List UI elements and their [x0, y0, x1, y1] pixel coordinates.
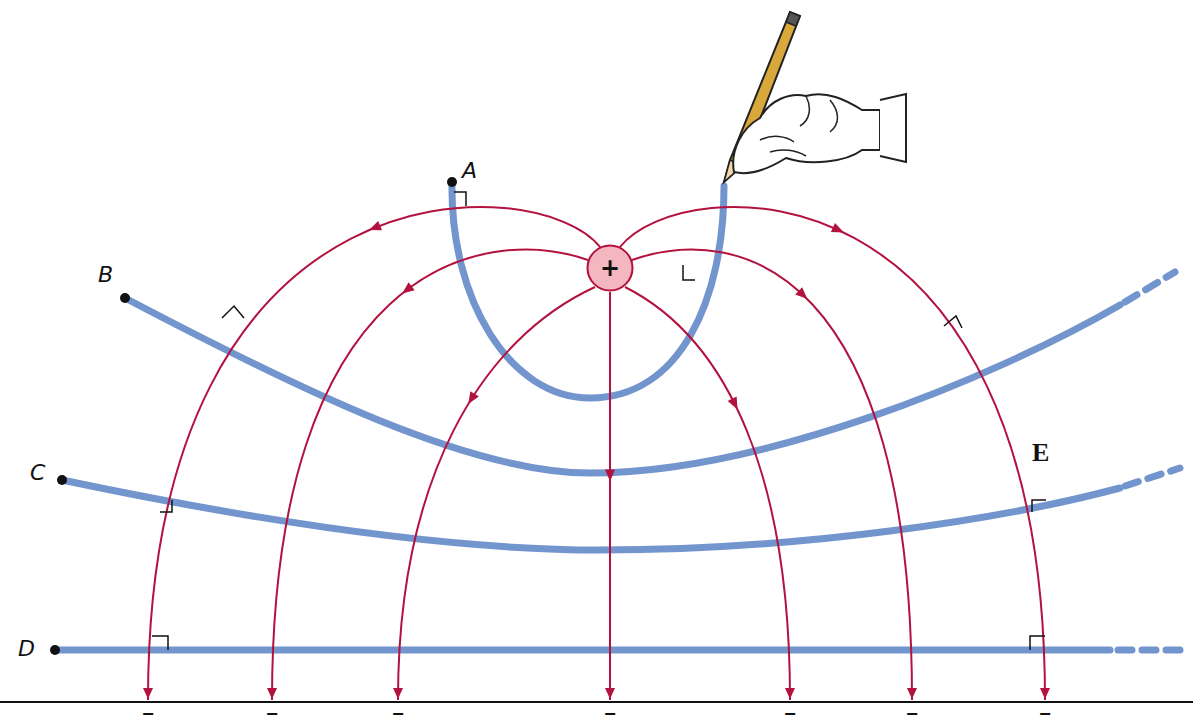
equipotential-d-dash: [1118, 647, 1180, 654]
negative-charge: −: [603, 706, 616, 722]
arrowhead: [399, 282, 415, 297]
arrowhead: [464, 391, 479, 406]
right-angle-marks: [152, 192, 1046, 650]
arrowhead: [605, 470, 615, 482]
field-line: [632, 250, 912, 700]
dot: [120, 293, 130, 303]
right-angle: [454, 192, 466, 206]
field-arrowheads: [143, 221, 1050, 699]
field-line: [148, 207, 600, 700]
arrowhead: [831, 223, 846, 237]
dot: [50, 645, 60, 655]
field-lines: [148, 207, 1045, 700]
field-line: [272, 250, 588, 700]
arrowhead: [785, 688, 795, 699]
equipotential-b: [125, 298, 1120, 473]
equipotential-b-dash: [1125, 272, 1175, 302]
fingers: [760, 96, 838, 156]
right-angle: [152, 636, 168, 650]
arrowhead: [728, 397, 742, 412]
equipotential-lines: [55, 182, 1180, 650]
equipotential-c: [62, 480, 1120, 550]
right-angle: [944, 316, 962, 328]
negative-charge: −: [1038, 706, 1051, 722]
point-label: A: [462, 160, 477, 182]
right-angle: [1030, 636, 1045, 650]
field-line: [625, 287, 790, 700]
arrowhead: [267, 688, 277, 699]
hand-with-pencil: [724, 12, 906, 182]
right-angle: [222, 306, 244, 318]
endpoint-dots: [50, 177, 457, 655]
field-label: E: [1032, 440, 1049, 466]
equipotential-c-dash: [1125, 468, 1180, 486]
field-line: [398, 287, 595, 700]
charge-circle: +: [586, 244, 634, 292]
dot: [57, 475, 67, 485]
arrowhead: [393, 688, 403, 699]
arrowhead: [367, 221, 382, 235]
arrowhead: [907, 688, 917, 699]
charge-sign: +: [586, 244, 634, 292]
equipotential-d: [55, 647, 1110, 654]
point-label: D: [18, 638, 35, 660]
field-line: [609, 292, 611, 700]
negative-charge: −: [141, 706, 154, 722]
negative-charge: −: [905, 706, 918, 722]
dot: [447, 177, 457, 187]
arrowhead: [1040, 688, 1050, 699]
arrowhead: [143, 688, 153, 699]
right-angle: [160, 500, 172, 512]
right-angle: [1032, 500, 1046, 512]
pencil-cap: [786, 12, 800, 26]
ground-line: [0, 701, 1193, 703]
cuff: [880, 94, 906, 162]
right-angle: [683, 265, 695, 280]
hand: [733, 94, 880, 173]
point-label: B: [98, 264, 113, 286]
field-line: [620, 207, 1045, 700]
point-label: C: [30, 462, 45, 484]
arrowhead: [795, 287, 811, 303]
negative-charge: −: [391, 706, 404, 722]
negative-charge: −: [783, 706, 796, 722]
arrowhead: [605, 688, 615, 699]
negative-charge: −: [265, 706, 278, 722]
